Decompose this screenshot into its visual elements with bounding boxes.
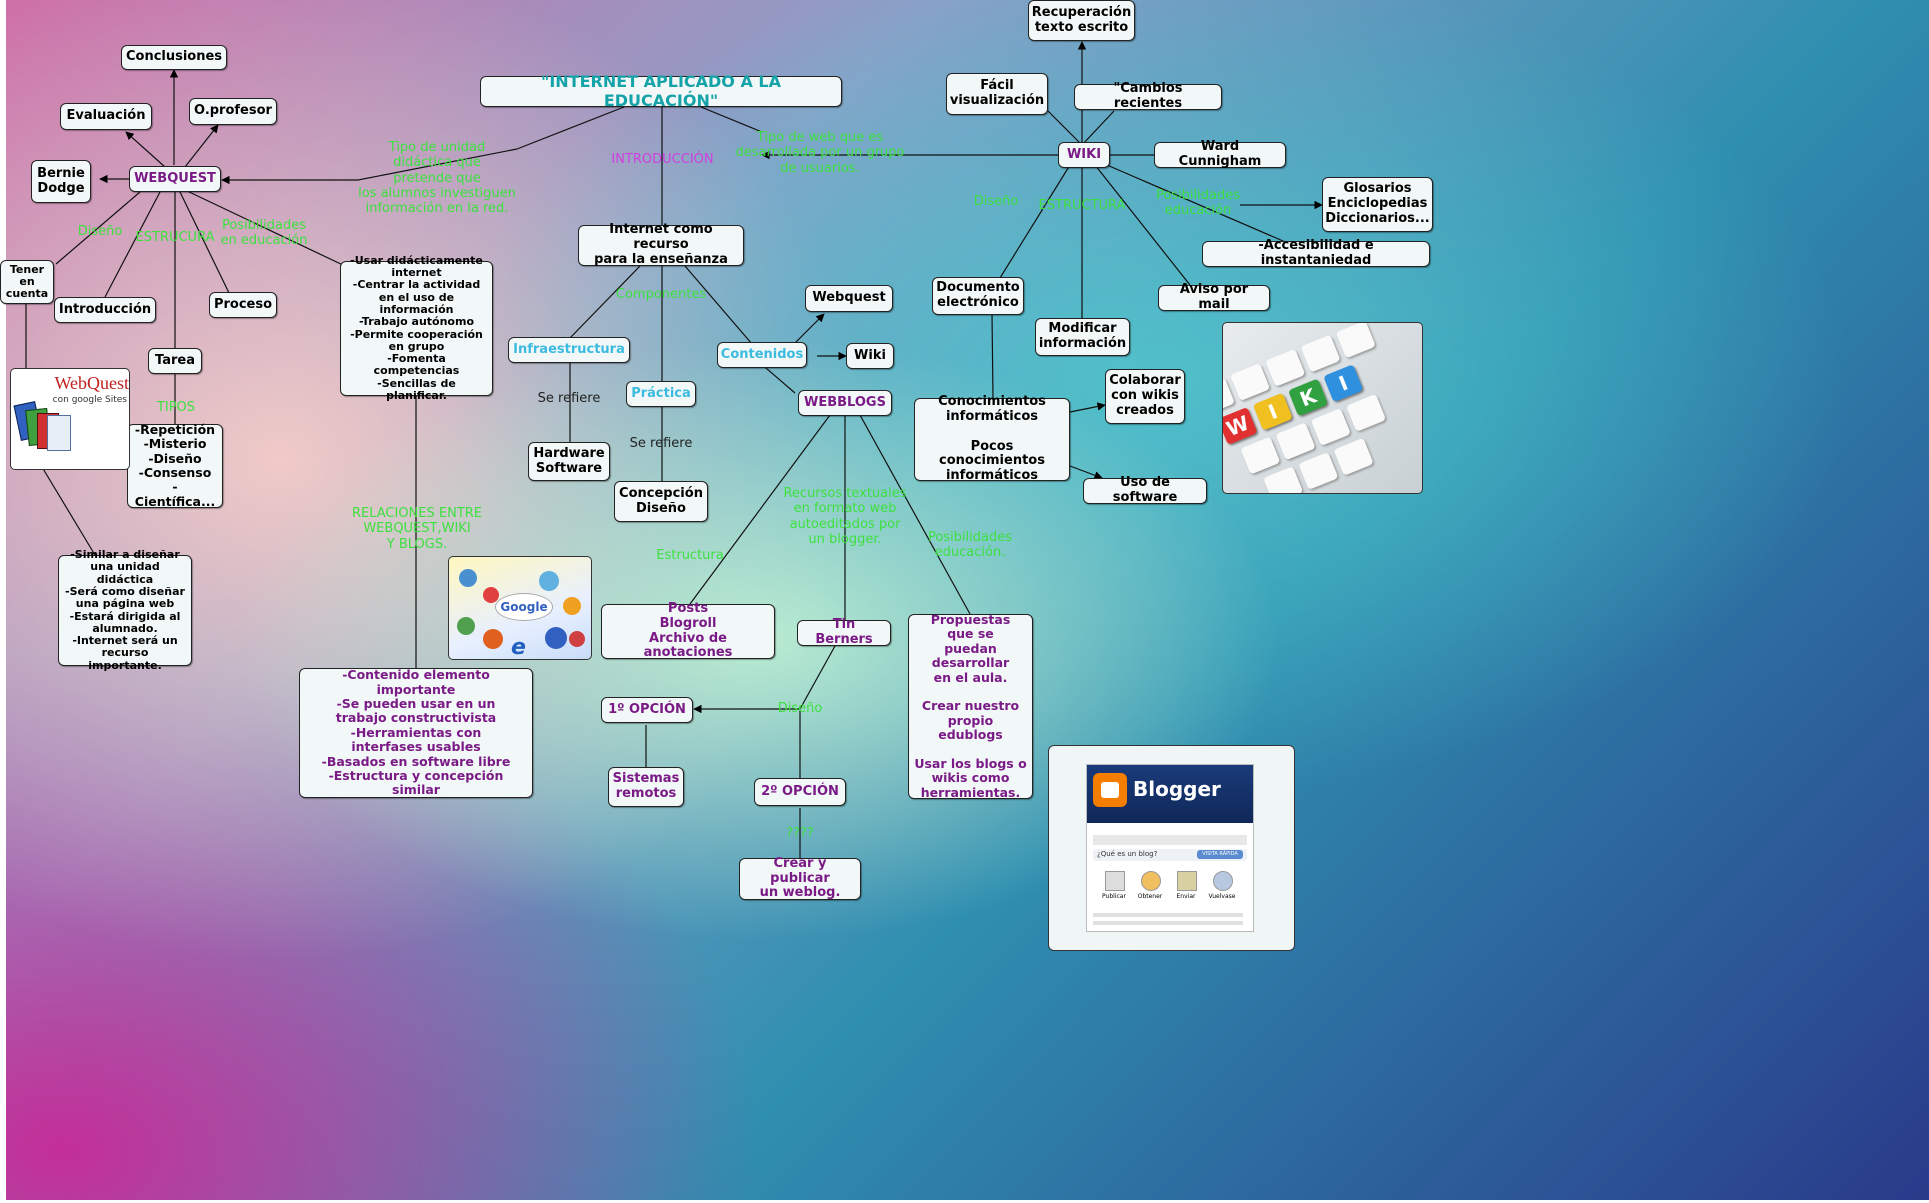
node-practica: Práctica [626,381,696,407]
label-estructura-wiki: ESTRUCTURA [1038,198,1126,213]
node-cambios-recientes: "Cambios recientes [1074,81,1222,111]
node-internet-recurso: Internet como recurso para la enseñanza [578,222,744,267]
webquest-image-logo: WebQuest [54,373,129,393]
node-facil-visualizacion: Fácil visualización [946,73,1048,115]
left-border [0,0,6,1203]
blogger-action-vuelvase: Vuelvase [1208,893,1236,900]
node-infraestructura: Infraestructura [508,337,630,363]
node-ward-cunnigham: Ward Cunnigham [1154,139,1286,169]
node-opcion-1: 1º OPCIÓN [601,697,693,723]
node-webquest-link: Webquest [805,285,893,312]
wiki-key-i1: I [1252,392,1293,431]
node-posts: Posts Blogroll Archivo de anotaciones [601,601,775,660]
node-concepcion-diseno: Concepción Diseño [614,481,708,522]
node-tin-berners: Tin Berners [797,617,891,647]
node-bernie-dodge: Bernie Dodge [31,160,91,203]
node-webblogs: WEBBLOGS [798,390,892,416]
node-wiki-link: Wiki [846,343,894,369]
label-se-refiere-1: Se refiere [537,391,601,406]
google-collage-image: e Google [448,556,592,660]
blogger-action-publicar: Publicar [1102,893,1126,900]
label-estructura-blog: Estructura [656,548,724,563]
webquest-image-subtitle: con google Sites [52,395,127,405]
blogger-action-enviar: Enviar [1176,893,1196,900]
label-componentes: Componentes [615,287,707,302]
node-evaluacion: Evaluación [60,103,152,130]
node-oprofesor: O.profesor [189,98,277,125]
blogger-wordmark: Blogger [1133,777,1221,801]
label-relaciones: RELACIONES ENTRE WEBQUEST,WIKI Y BLOGS. [351,506,483,552]
label-interrogacion: ???? [786,826,814,841]
node-wiki: WIKI [1058,142,1110,168]
node-documento-electronico: Documento electrónico [932,277,1024,315]
node-proceso: Proceso [209,292,277,318]
label-posibilidades-webquest: Posibilidades en educación [220,218,308,249]
node-hardware-software: Hardware Software [528,442,610,481]
label-posibilidades-blog: Posibilidades educación. [927,530,1013,561]
node-webquest: WEBQUEST [129,166,221,192]
node-contenidos: Contenidos [717,342,807,368]
node-similar: -Similar a diseñar una unidad didáctica … [58,548,192,671]
node-opcion-2: 2º OPCIÓN [754,778,846,806]
label-se-refiere-2: Se refiere [629,436,693,451]
node-conocimientos: Conocimientos informáticos Pocos conocim… [914,394,1070,483]
label-tipo-web: Tipo de web que es desarrollada por un g… [735,130,905,176]
node-aviso-mail: Aviso por mail [1158,282,1270,312]
node-recuperacion: Recuperación texto escrito [1028,0,1135,41]
node-modificar-informacion: Modificar información [1035,318,1130,356]
node-tipos-list: -Repetición -Misterio -Diseño -Consenso … [127,422,223,508]
label-diseno-blog: Diseño [777,701,823,716]
node-accesibilidad: -Accesibilidad e instantaniedad [1202,238,1430,268]
label-diseno-webquest: Diseño [77,224,123,239]
blogger-logo-icon [1093,773,1127,807]
label-recursos-textuales: Recursos textuales en formato web autoed… [783,486,907,547]
node-propuestas: Propuestas que se puedan desarrollar en … [908,612,1033,799]
node-conclusiones: Conclusiones [121,45,227,70]
map-title: "INTERNET APLICADO A LA EDUCACIÓN" [480,72,842,109]
node-glosarios: Glosarios Enciclopedias Diccionarios... [1322,177,1433,232]
wiki-key-i2: I [1323,364,1364,403]
ie-icon: e [511,635,526,660]
node-colaborar: Colaborar con wikis creados [1105,369,1185,424]
blogger-image-frame: Blogger ¿Qué es un blog? VISITA RÁPIDA P… [1048,745,1295,951]
label-estructura-webquest: ESTRUCURA [135,230,215,245]
node-sistemas-remotos: Sistemas remotos [608,767,684,807]
wiki-key-k: K [1288,378,1329,417]
webquest-image: WebQuest con google Sites [10,368,130,470]
label-posibilidades-wiki: Posibilidades educación [1155,188,1241,219]
node-usar-didacticamente: -Usar didácticamente internet -Centrar l… [340,254,493,402]
label-tipo-unidad: Tipo de unidad didáctica que pretende qu… [358,140,516,217]
wiki-key-w: W [1223,406,1258,445]
blogger-question: ¿Qué es un blog? [1097,850,1158,858]
node-tener-en-cuenta: Tener en cuenta [0,260,54,304]
google-logo: Google [495,593,553,621]
blogger-tour-button: VISITA RÁPIDA [1197,850,1243,859]
blogger-action-obtener: Obtener [1137,893,1163,900]
node-contenido-elemento: -Contenido elemento importante -Se puede… [299,668,533,798]
node-introduccion: Introducción [54,297,156,323]
node-uso-software: Uso de software [1083,475,1207,505]
label-tipos: TIPOS [156,400,196,415]
node-crear-publicar: Crear y publicar un weblog. [739,856,861,900]
label-diseno-wiki: Diseño [973,194,1019,209]
label-introduccion: INTRODUCCIÓN [611,152,714,167]
keyboard-keys: W I K I [1223,323,1422,493]
blogger-screenshot: Blogger ¿Qué es un blog? VISITA RÁPIDA P… [1086,764,1254,932]
node-tarea: Tarea [148,348,202,374]
wiki-keyboard-image: W I K I [1222,322,1423,494]
bottom-border [0,1200,1929,1203]
